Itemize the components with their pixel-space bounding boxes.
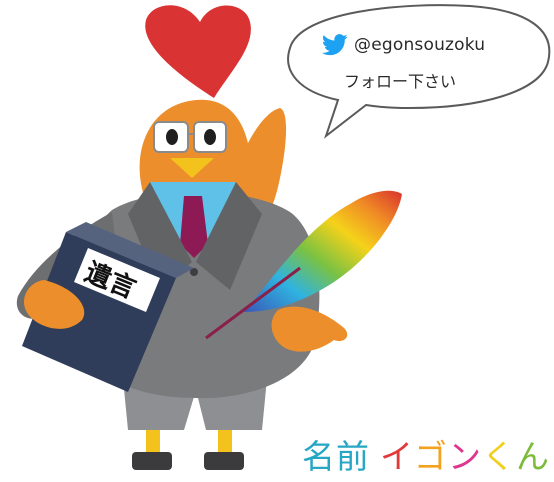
hand-right [271, 306, 348, 352]
caption-char: く [482, 437, 516, 476]
caption-char: イ [380, 437, 414, 476]
book-icon [22, 222, 194, 392]
leg-left [146, 430, 160, 452]
shoe-right [204, 452, 244, 470]
jacket-button [190, 268, 198, 276]
necktie [180, 196, 208, 258]
speech-bubble [287, 4, 551, 139]
shoe-left [132, 452, 172, 470]
twitter-handle[interactable]: @egonsouzoku [354, 35, 486, 55]
twitter-bird-icon [322, 34, 348, 56]
glasses-icon [153, 121, 227, 153]
quill-shaft [205, 266, 301, 340]
follow-request-text: フォロー下さい [344, 72, 457, 91]
caption-char: 前 [336, 437, 370, 476]
beak [170, 158, 214, 178]
caption-char: 名 [302, 437, 336, 476]
leg-right [218, 430, 232, 452]
lapel-right [196, 182, 262, 290]
caption-char: ン [448, 437, 482, 476]
heart-comb-icon [145, 5, 251, 98]
caption-char: ん [516, 437, 550, 476]
twitter-handle-row[interactable]: @egonsouzoku [322, 34, 485, 56]
hand-left [23, 280, 85, 329]
name-caption: 名前イゴンくん [302, 430, 550, 478]
caption-char: ゴ [414, 437, 448, 476]
